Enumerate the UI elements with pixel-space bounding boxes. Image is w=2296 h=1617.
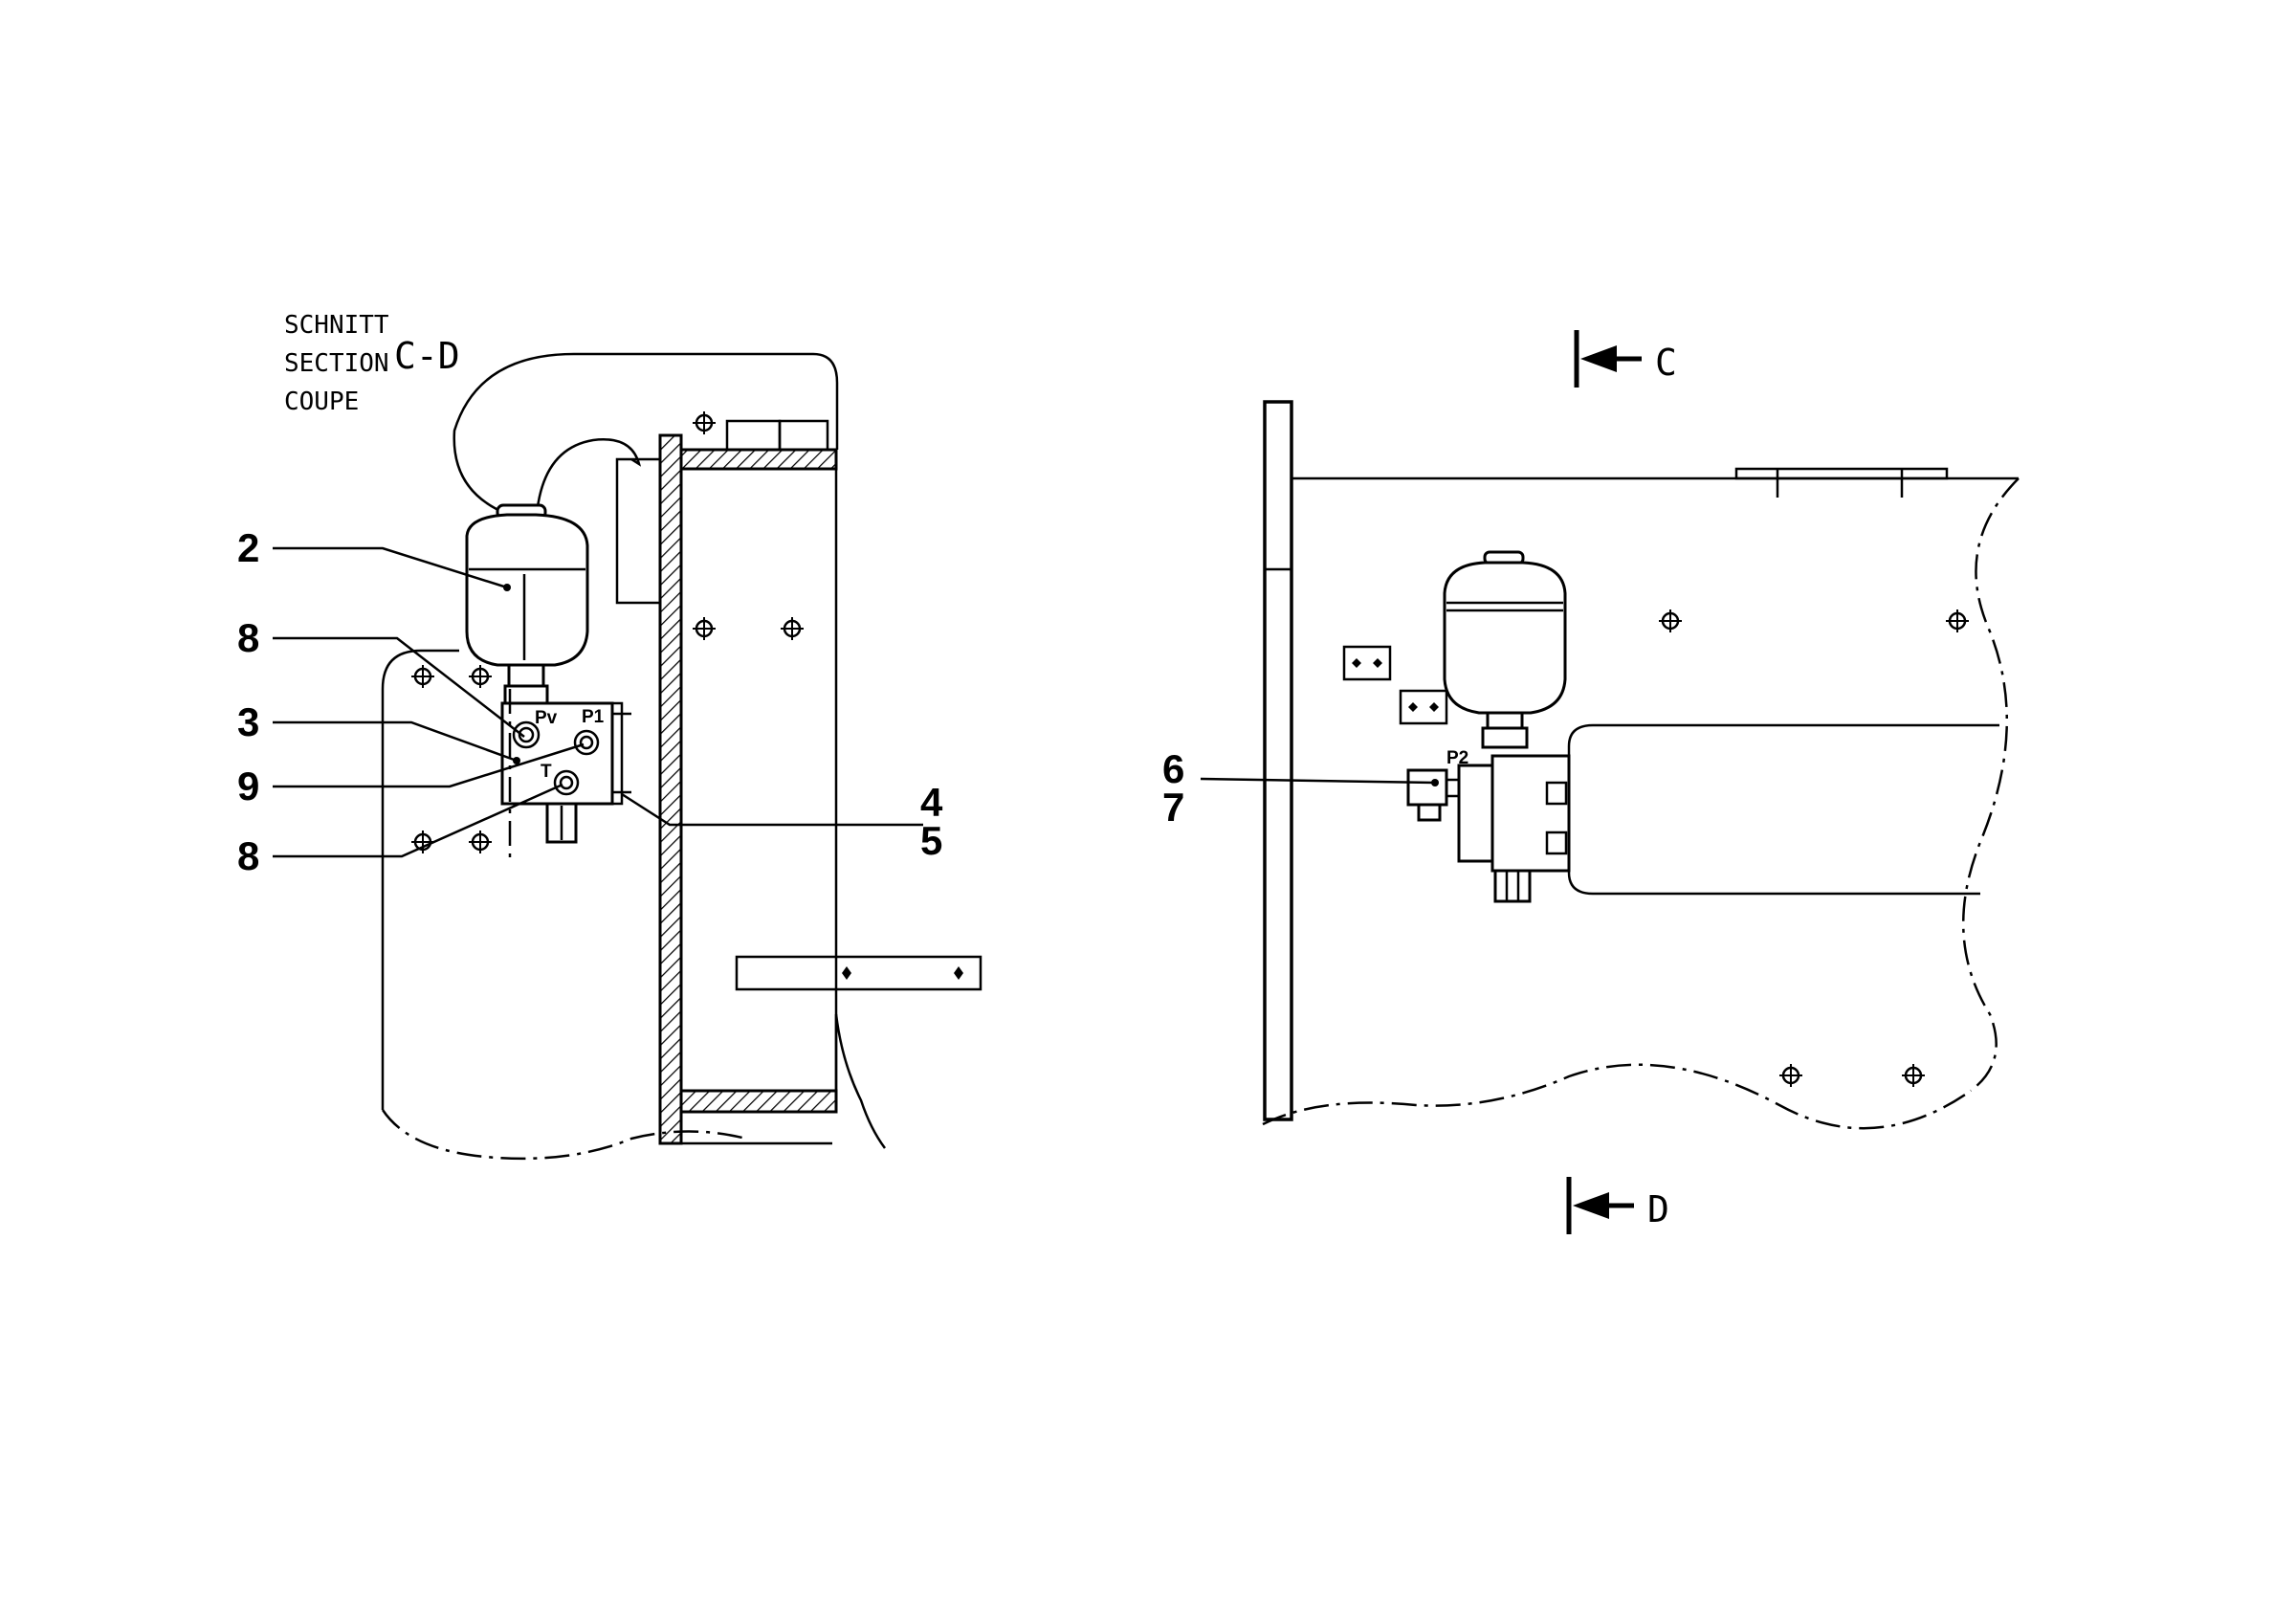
bolt-icon xyxy=(693,411,716,434)
callout-9: 9 xyxy=(237,764,259,808)
port-label-p1: P1 xyxy=(582,707,605,727)
frame-channel xyxy=(1567,723,1999,896)
port-label-p2: P2 xyxy=(1446,748,1468,768)
cross-bar xyxy=(735,955,982,991)
section-label-schnitt: SCHNITT xyxy=(284,311,389,340)
bolt-icon xyxy=(1779,1064,1802,1087)
bolt-icon xyxy=(1946,609,1969,632)
bolt-icon xyxy=(411,665,434,688)
valve-block-right xyxy=(1406,754,1571,903)
port-label-pv: Pv xyxy=(535,708,558,728)
callout-4: 4 xyxy=(920,780,943,825)
port-label-t: T xyxy=(541,762,552,782)
bolt-icon xyxy=(693,617,716,640)
callout-8-lower: 8 xyxy=(237,833,259,878)
callout-8-upper: 8 xyxy=(237,615,259,660)
view-marker-d: D xyxy=(1566,1177,1669,1234)
callout-6: 6 xyxy=(1162,746,1184,791)
callout-3: 3 xyxy=(237,699,259,744)
bracket-small-2 xyxy=(1399,689,1448,725)
hose-outer xyxy=(453,352,839,523)
flange-top xyxy=(679,448,838,471)
frame-break-line-right xyxy=(1961,477,2020,1092)
wall-plate xyxy=(658,433,683,1145)
hose-inner xyxy=(534,438,642,537)
elevation-view: C D xyxy=(1162,330,2020,1234)
bolt-icon xyxy=(1659,609,1682,632)
bolt-icon xyxy=(1902,1064,1925,1087)
section-label-coupe: COUPE xyxy=(284,388,359,416)
bolt-icon xyxy=(469,831,492,853)
flange-bottom xyxy=(679,1089,838,1114)
section-view-cd: SCHNITT SECTION COUPE C-D xyxy=(237,311,982,1161)
valve-block-left xyxy=(500,689,631,861)
side-plate xyxy=(1263,400,1293,1121)
bolt-icon xyxy=(469,665,492,688)
bracket-small-1 xyxy=(1342,645,1392,681)
callout-2: 2 xyxy=(237,525,259,570)
section-label-section: SECTION xyxy=(284,349,389,378)
leader-line-6-7 xyxy=(1200,777,1436,785)
hose-connector xyxy=(615,457,662,605)
accumulator-right xyxy=(1443,550,1567,749)
leader-lines-left xyxy=(273,546,923,858)
callout-5: 5 xyxy=(920,818,942,863)
frame-break-line-left xyxy=(381,1109,747,1161)
bolt-icon xyxy=(781,617,804,640)
view-label-c: C xyxy=(1655,342,1677,384)
frame-break-line-bottom xyxy=(1262,1063,1972,1130)
section-id: C-D xyxy=(394,335,460,377)
view-label-d: D xyxy=(1647,1188,1669,1230)
accumulator-left xyxy=(465,503,589,707)
view-marker-c: C xyxy=(1574,330,1677,388)
frame-outline-left xyxy=(381,649,459,1110)
callout-7: 7 xyxy=(1162,785,1184,830)
